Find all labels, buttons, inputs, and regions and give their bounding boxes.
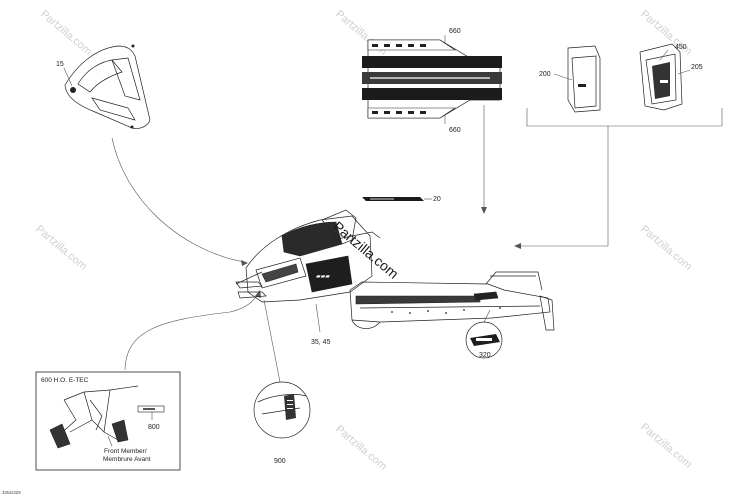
watermark-text: Partzilla.com — [33, 223, 89, 273]
part-20-model-decal: 20 — [362, 196, 441, 203]
inset-title: 600 H.O. E-TEC — [41, 377, 89, 384]
watermark-text: Partzilla.com — [38, 8, 94, 58]
callout-205: 205 — [691, 64, 703, 71]
callout-660-bottom: 660 — [449, 127, 461, 134]
snowmobile-illustration: ▰▰▰ — [235, 209, 555, 331]
hood-brand-mark: ▰▰▰ — [316, 274, 330, 280]
leader-inset — [124, 293, 259, 371]
callout-320: 320 — [479, 352, 491, 359]
callout-35-45: 35, 45 — [311, 339, 331, 346]
callout-450: 450 — [675, 44, 687, 51]
part-900-detail: 900 — [253, 299, 311, 465]
leader-hood — [111, 137, 245, 263]
watermark-text: Partzilla.com — [638, 421, 694, 471]
figure-code: 32M1329 — [2, 490, 21, 495]
part-660-tunnel-decal: 660 660 — [362, 28, 502, 214]
callout-660-top: 660 — [449, 28, 461, 35]
hood-emblem-icon — [70, 87, 76, 93]
callout-800: 800 — [148, 424, 160, 431]
callout-15: 15 — [56, 61, 64, 68]
inset-front-member-line2: Membrure Avant — [103, 456, 151, 463]
part-15-hood-decal: 15 — [56, 44, 151, 129]
watermark-text: Partzilla.com — [333, 8, 389, 58]
part-35-45: 35, 45 — [311, 303, 331, 346]
inset-600-ho-etec: 600 H.O. E-TEC 800 Front Member/ Membrur… — [35, 371, 181, 471]
inset-front-member-line1: Front Member/ — [104, 448, 147, 455]
part-200-205-450-side-decals: 200 450 205 — [514, 43, 723, 249]
part-320-detail: 320 — [465, 309, 503, 359]
callout-900: 900 — [274, 458, 286, 465]
watermark-text: Partzilla.com — [638, 223, 694, 273]
callout-20: 20 — [433, 196, 441, 203]
watermark-text: Partzilla.com — [333, 423, 389, 473]
callout-200: 200 — [539, 71, 551, 78]
